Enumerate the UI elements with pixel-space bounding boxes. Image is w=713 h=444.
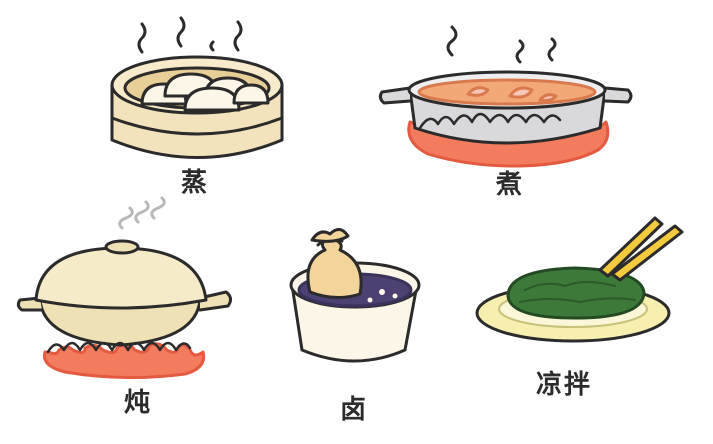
bun — [183, 86, 241, 112]
label-boil: 煮 — [496, 170, 525, 200]
chopstick — [610, 224, 684, 282]
pot-handle-left — [378, 86, 412, 105]
clay-pot-icon — [16, 196, 233, 380]
spice — [379, 289, 385, 295]
cold-dish-icon — [475, 216, 684, 343]
flame — [42, 342, 206, 380]
stew-flame-line — [46, 341, 192, 354]
spice — [392, 293, 398, 299]
meat-piece — [538, 93, 558, 102]
boil-flame-line — [418, 112, 562, 130]
chopstick — [598, 216, 664, 278]
spice-bag-top — [310, 228, 350, 243]
steam-wisp — [515, 39, 525, 64]
steam-wisp — [547, 37, 557, 62]
steamer-basket-icon — [110, 16, 284, 159]
steam-wisp — [446, 25, 458, 57]
pot-lid — [34, 246, 208, 310]
label-cold-mix: 凉拌 — [536, 370, 593, 400]
spice — [367, 297, 373, 303]
broth — [417, 78, 597, 106]
label-steam: 蒸 — [181, 168, 210, 198]
bun — [232, 83, 270, 105]
pot-handle-right — [603, 86, 633, 104]
steamer-band — [110, 116, 284, 136]
steam-wisp — [233, 20, 243, 52]
spice-bag — [306, 236, 363, 299]
greens — [506, 266, 646, 320]
label-stew: 炖 — [124, 388, 153, 418]
steam-wisp — [150, 196, 166, 220]
brine-pot-icon — [289, 228, 421, 363]
steam-wisp — [137, 22, 147, 54]
pot-handle-right — [198, 290, 233, 312]
steam-wisp — [209, 40, 215, 52]
boiling-pot-icon — [378, 25, 633, 168]
steam-wisp — [118, 206, 134, 230]
steam-wisp — [176, 16, 186, 48]
steam-wisp — [134, 200, 150, 224]
label-braise: 卤 — [340, 395, 369, 425]
pot-body — [38, 298, 202, 347]
meat-piece — [466, 86, 490, 97]
lid-knob — [104, 239, 140, 255]
meat-piece — [508, 86, 534, 99]
